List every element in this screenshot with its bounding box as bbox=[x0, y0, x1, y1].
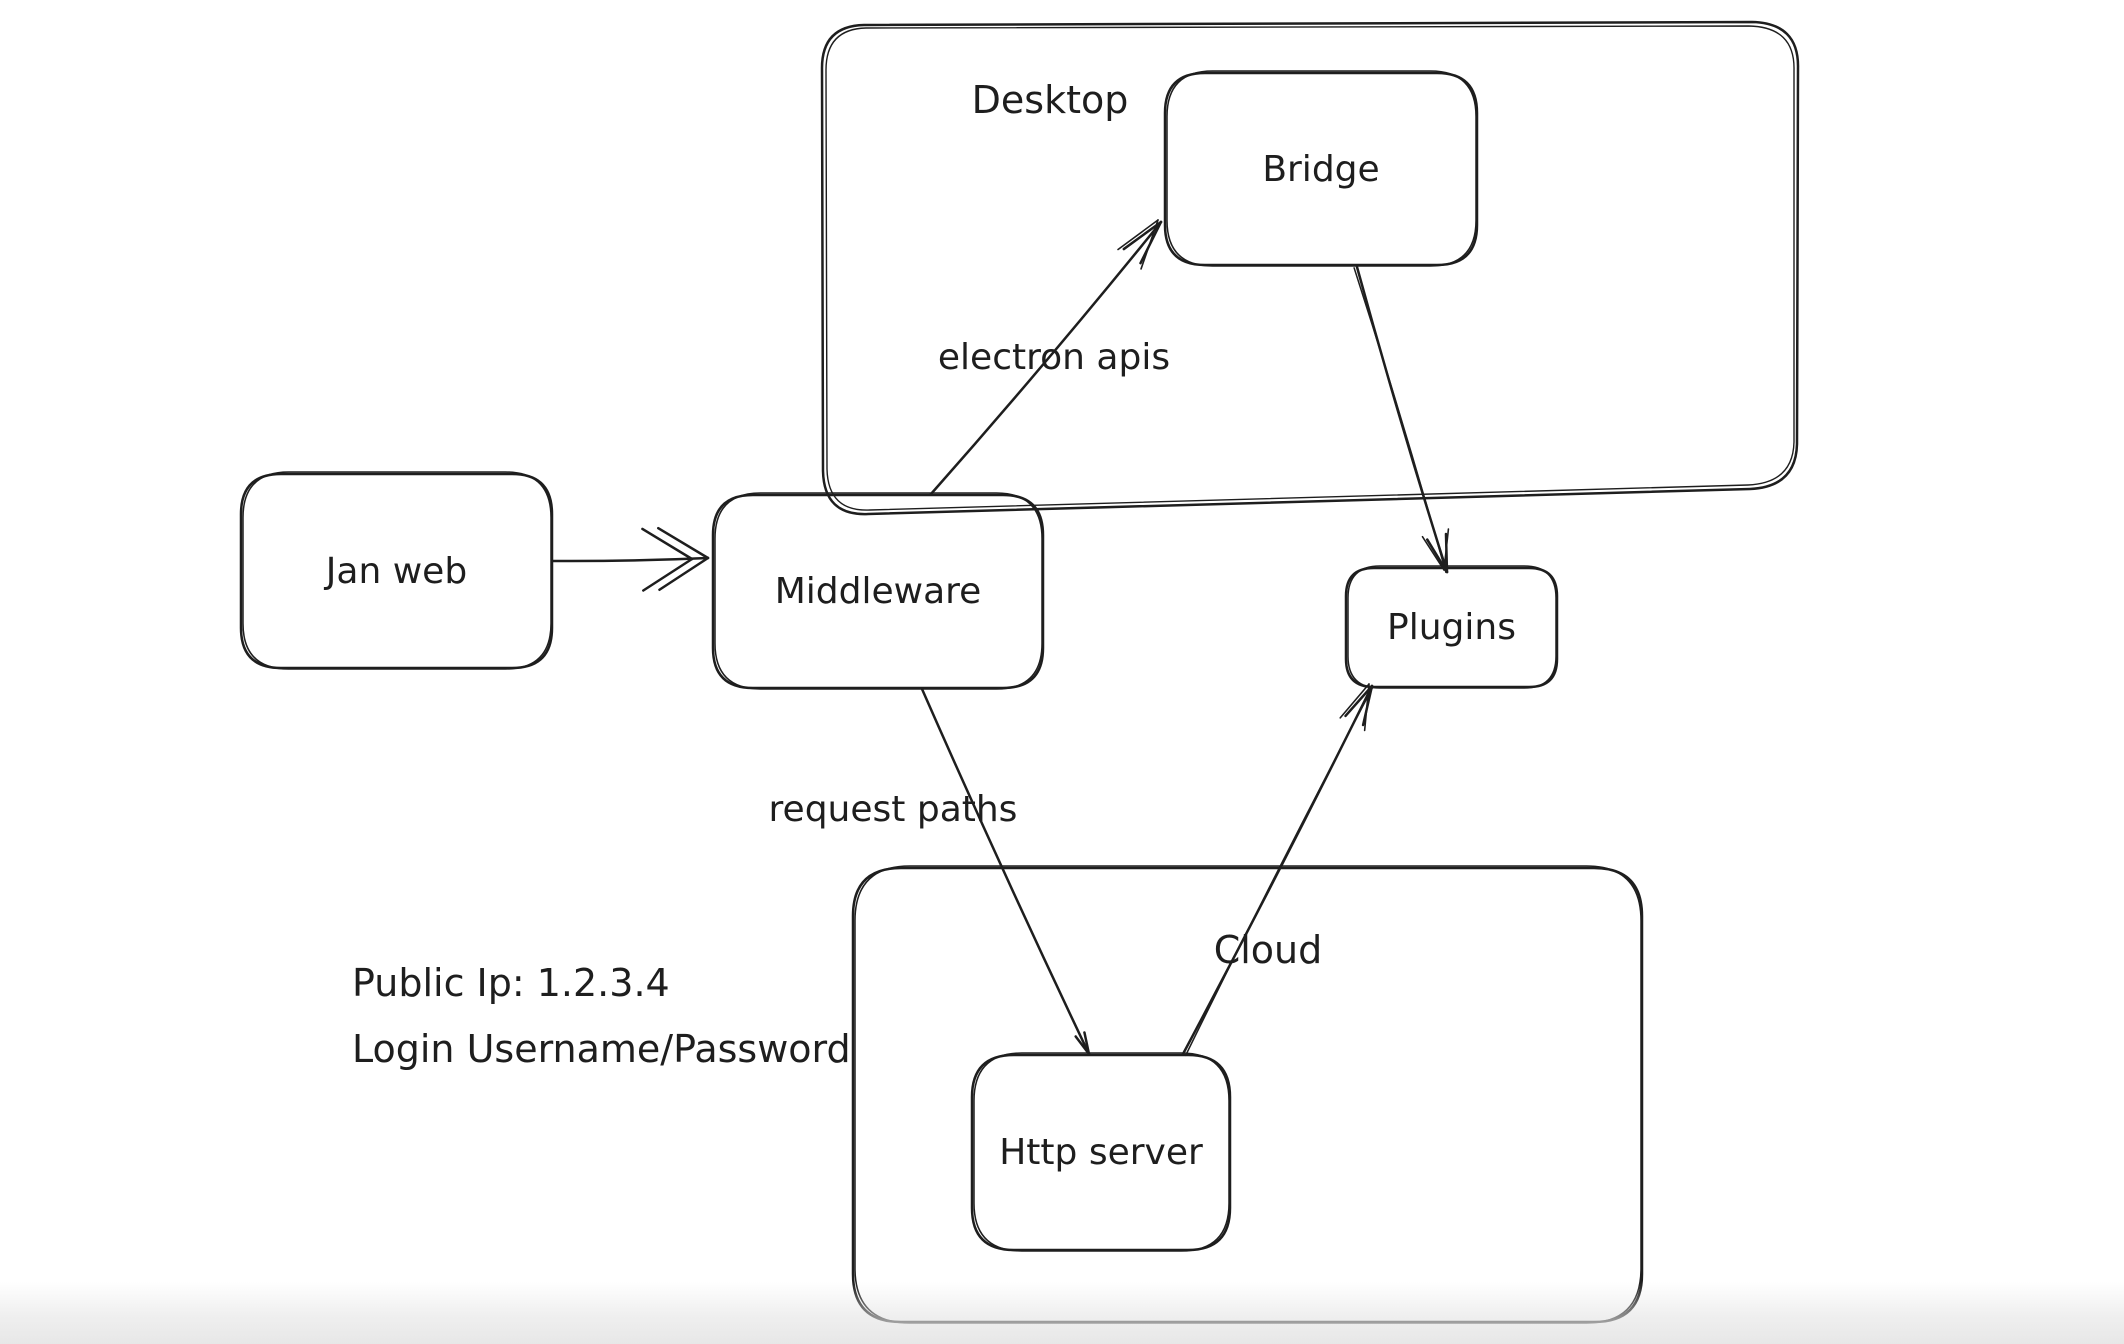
http-server-shape[interactable] bbox=[970, 1052, 1232, 1252]
node-jan-web[interactable]: Jan web bbox=[241, 474, 552, 668]
bridge-shape[interactable] bbox=[1163, 70, 1479, 267]
container-label-desktop[interactable]: Desktop bbox=[950, 72, 1150, 130]
middleware-label-text: Middleware bbox=[774, 571, 982, 612]
arrow-http-server-to-plugins[interactable] bbox=[1181, 683, 1374, 1057]
plugins-shape[interactable] bbox=[1344, 565, 1559, 689]
annotation-public-ip[interactable]: Public Ip: 1.2.3.4 bbox=[352, 954, 912, 1014]
container-label-cloud[interactable]: Cloud bbox=[1198, 924, 1338, 978]
node-middleware[interactable]: Middleware bbox=[713, 495, 1043, 688]
request-paths-text: request paths bbox=[768, 789, 1018, 830]
arrow-bridge-to-plugins[interactable] bbox=[1353, 265, 1450, 574]
node-http-server[interactable]: Http server bbox=[972, 1055, 1230, 1250]
http-server-label-text: Http server bbox=[999, 1132, 1203, 1173]
jan-web-shape[interactable] bbox=[239, 471, 554, 670]
public-ip-text: Public Ip: 1.2.3.4 bbox=[352, 961, 670, 1006]
desktop-container-shape[interactable] bbox=[820, 20, 1800, 516]
edge-label-request-paths[interactable]: request paths bbox=[748, 782, 1038, 837]
arrow-middleware-to-http-server[interactable] bbox=[920, 687, 1091, 1056]
middleware-shape[interactable] bbox=[711, 492, 1045, 690]
edge-label-electron-apis[interactable]: electron apis bbox=[919, 330, 1189, 385]
login-text: Login Username/Password bbox=[352, 1027, 851, 1072]
desktop-label-text: Desktop bbox=[971, 78, 1129, 123]
cloud-label-text: Cloud bbox=[1213, 928, 1323, 973]
node-plugins[interactable]: Plugins bbox=[1346, 568, 1557, 687]
annotation-login[interactable]: Login Username/Password bbox=[352, 1020, 912, 1080]
jan-web-label-text: Jan web bbox=[325, 550, 468, 592]
bridge-label-text: Bridge bbox=[1262, 148, 1380, 190]
plugins-label-text: Plugins bbox=[1387, 607, 1516, 648]
electron-apis-text: electron apis bbox=[937, 337, 1171, 378]
arrow-middleware-to-bridge[interactable] bbox=[929, 219, 1163, 496]
arrow-jan-web-to-middleware[interactable] bbox=[550, 526, 710, 592]
node-bridge[interactable]: Bridge bbox=[1165, 73, 1477, 265]
